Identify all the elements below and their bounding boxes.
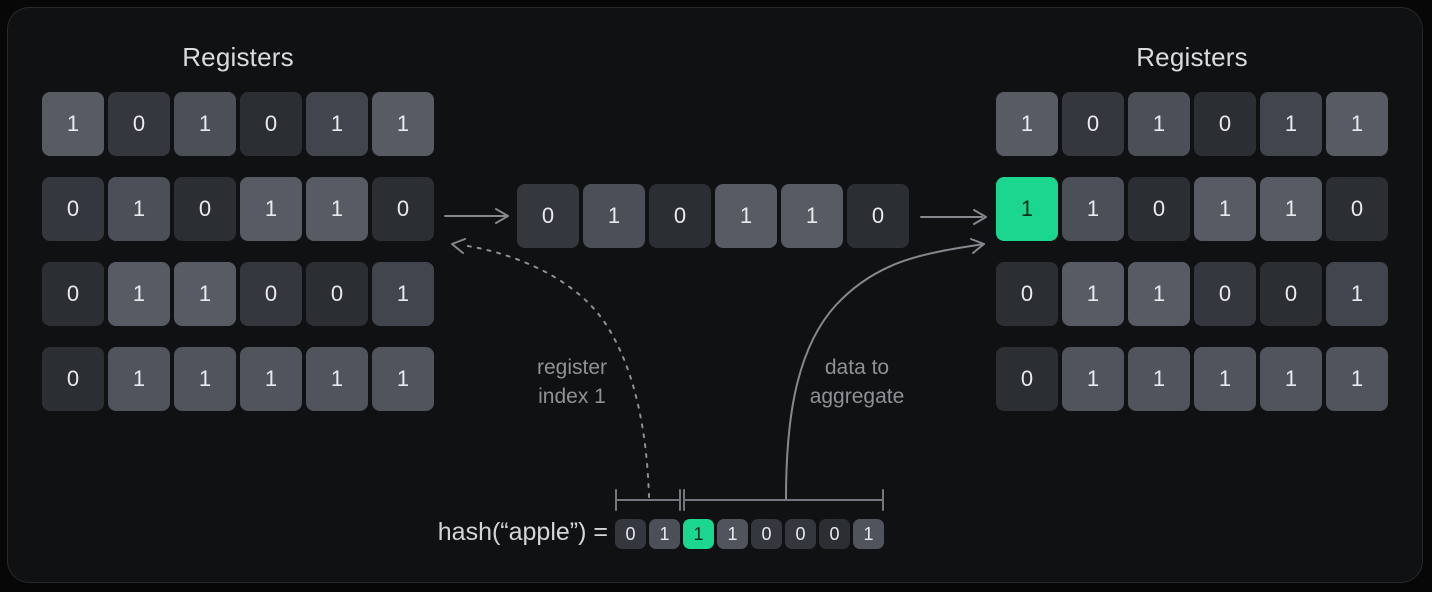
- register-cell: 1: [108, 177, 170, 241]
- register-cell: 1: [1326, 262, 1388, 326]
- hash-bit: 0: [819, 519, 850, 549]
- register-cell: 1: [1128, 262, 1190, 326]
- hash-bit: 1: [717, 519, 748, 549]
- left-registers-title: Registers: [182, 42, 294, 72]
- register-cell: 1: [1326, 347, 1388, 411]
- register-index-label-line2: index 1: [538, 385, 606, 408]
- register-cell: 0: [306, 262, 368, 326]
- register-cell: 0: [42, 262, 104, 326]
- register-cell: 0: [649, 184, 711, 248]
- register-cell: 0: [996, 347, 1058, 411]
- register-cell: 1: [1194, 347, 1256, 411]
- register-cell: 1: [372, 92, 434, 156]
- register-cell: 1: [1062, 177, 1124, 241]
- hash-bit: 0: [615, 519, 646, 549]
- register-cell: 1: [1128, 92, 1190, 156]
- register-cell: 1: [108, 347, 170, 411]
- register-cell: 1: [1260, 92, 1322, 156]
- data-to-aggregate-label-line1: data to: [824, 356, 890, 379]
- register-cell: 0: [1128, 177, 1190, 241]
- register-cell: 1: [306, 347, 368, 411]
- register-cell: 1: [240, 177, 302, 241]
- register-cell: 0: [174, 177, 236, 241]
- register-cell: 0: [1326, 177, 1388, 241]
- hash-bit: 1: [853, 519, 884, 549]
- register-cell: 1: [1194, 177, 1256, 241]
- register-cell-highlighted: 1: [996, 177, 1058, 241]
- register-cell: 1: [240, 347, 302, 411]
- hash-bit-highlighted: 1: [683, 519, 714, 549]
- register-cell: 1: [372, 347, 434, 411]
- register-cell: 1: [781, 184, 843, 248]
- register-cell: 0: [847, 184, 909, 248]
- register-cell: 1: [996, 92, 1058, 156]
- register-cell: 0: [517, 184, 579, 248]
- register-cell: 0: [240, 92, 302, 156]
- register-cell: 1: [306, 177, 368, 241]
- register-cell: 0: [1194, 262, 1256, 326]
- right-registers-title: Registers: [1136, 42, 1248, 72]
- register-cell: 1: [1260, 347, 1322, 411]
- register-cell: 1: [372, 262, 434, 326]
- data-to-aggregate-label-line2: aggregate: [809, 385, 905, 408]
- hash-bit: 1: [649, 519, 680, 549]
- register-cell: 1: [1128, 347, 1190, 411]
- hash-expression-label: hash(“apple”) =: [437, 518, 608, 546]
- register-cell: 0: [240, 262, 302, 326]
- register-index-label: register index 1: [482, 353, 662, 411]
- register-cell: 1: [715, 184, 777, 248]
- register-cell: 0: [1062, 92, 1124, 156]
- register-cell: 0: [1194, 92, 1256, 156]
- register-cell: 0: [1260, 262, 1322, 326]
- register-index-label-line1: register: [536, 356, 608, 379]
- register-cell: 1: [583, 184, 645, 248]
- register-cell: 1: [1062, 262, 1124, 326]
- hash-bit: 0: [785, 519, 816, 549]
- register-cell: 0: [372, 177, 434, 241]
- register-cell: 1: [174, 92, 236, 156]
- register-cell: 1: [174, 347, 236, 411]
- register-cell: 1: [1326, 92, 1388, 156]
- register-cell: 1: [306, 92, 368, 156]
- register-cell: 1: [1260, 177, 1322, 241]
- register-cell: 1: [42, 92, 104, 156]
- register-cell: 1: [1062, 347, 1124, 411]
- register-cell: 0: [108, 92, 170, 156]
- data-to-aggregate-label: data to aggregate: [767, 353, 947, 411]
- register-cell: 1: [174, 262, 236, 326]
- hash-bit: 0: [751, 519, 782, 549]
- register-cell: 0: [42, 347, 104, 411]
- register-cell: 0: [42, 177, 104, 241]
- register-cell: 1: [108, 262, 170, 326]
- register-cell: 0: [996, 262, 1058, 326]
